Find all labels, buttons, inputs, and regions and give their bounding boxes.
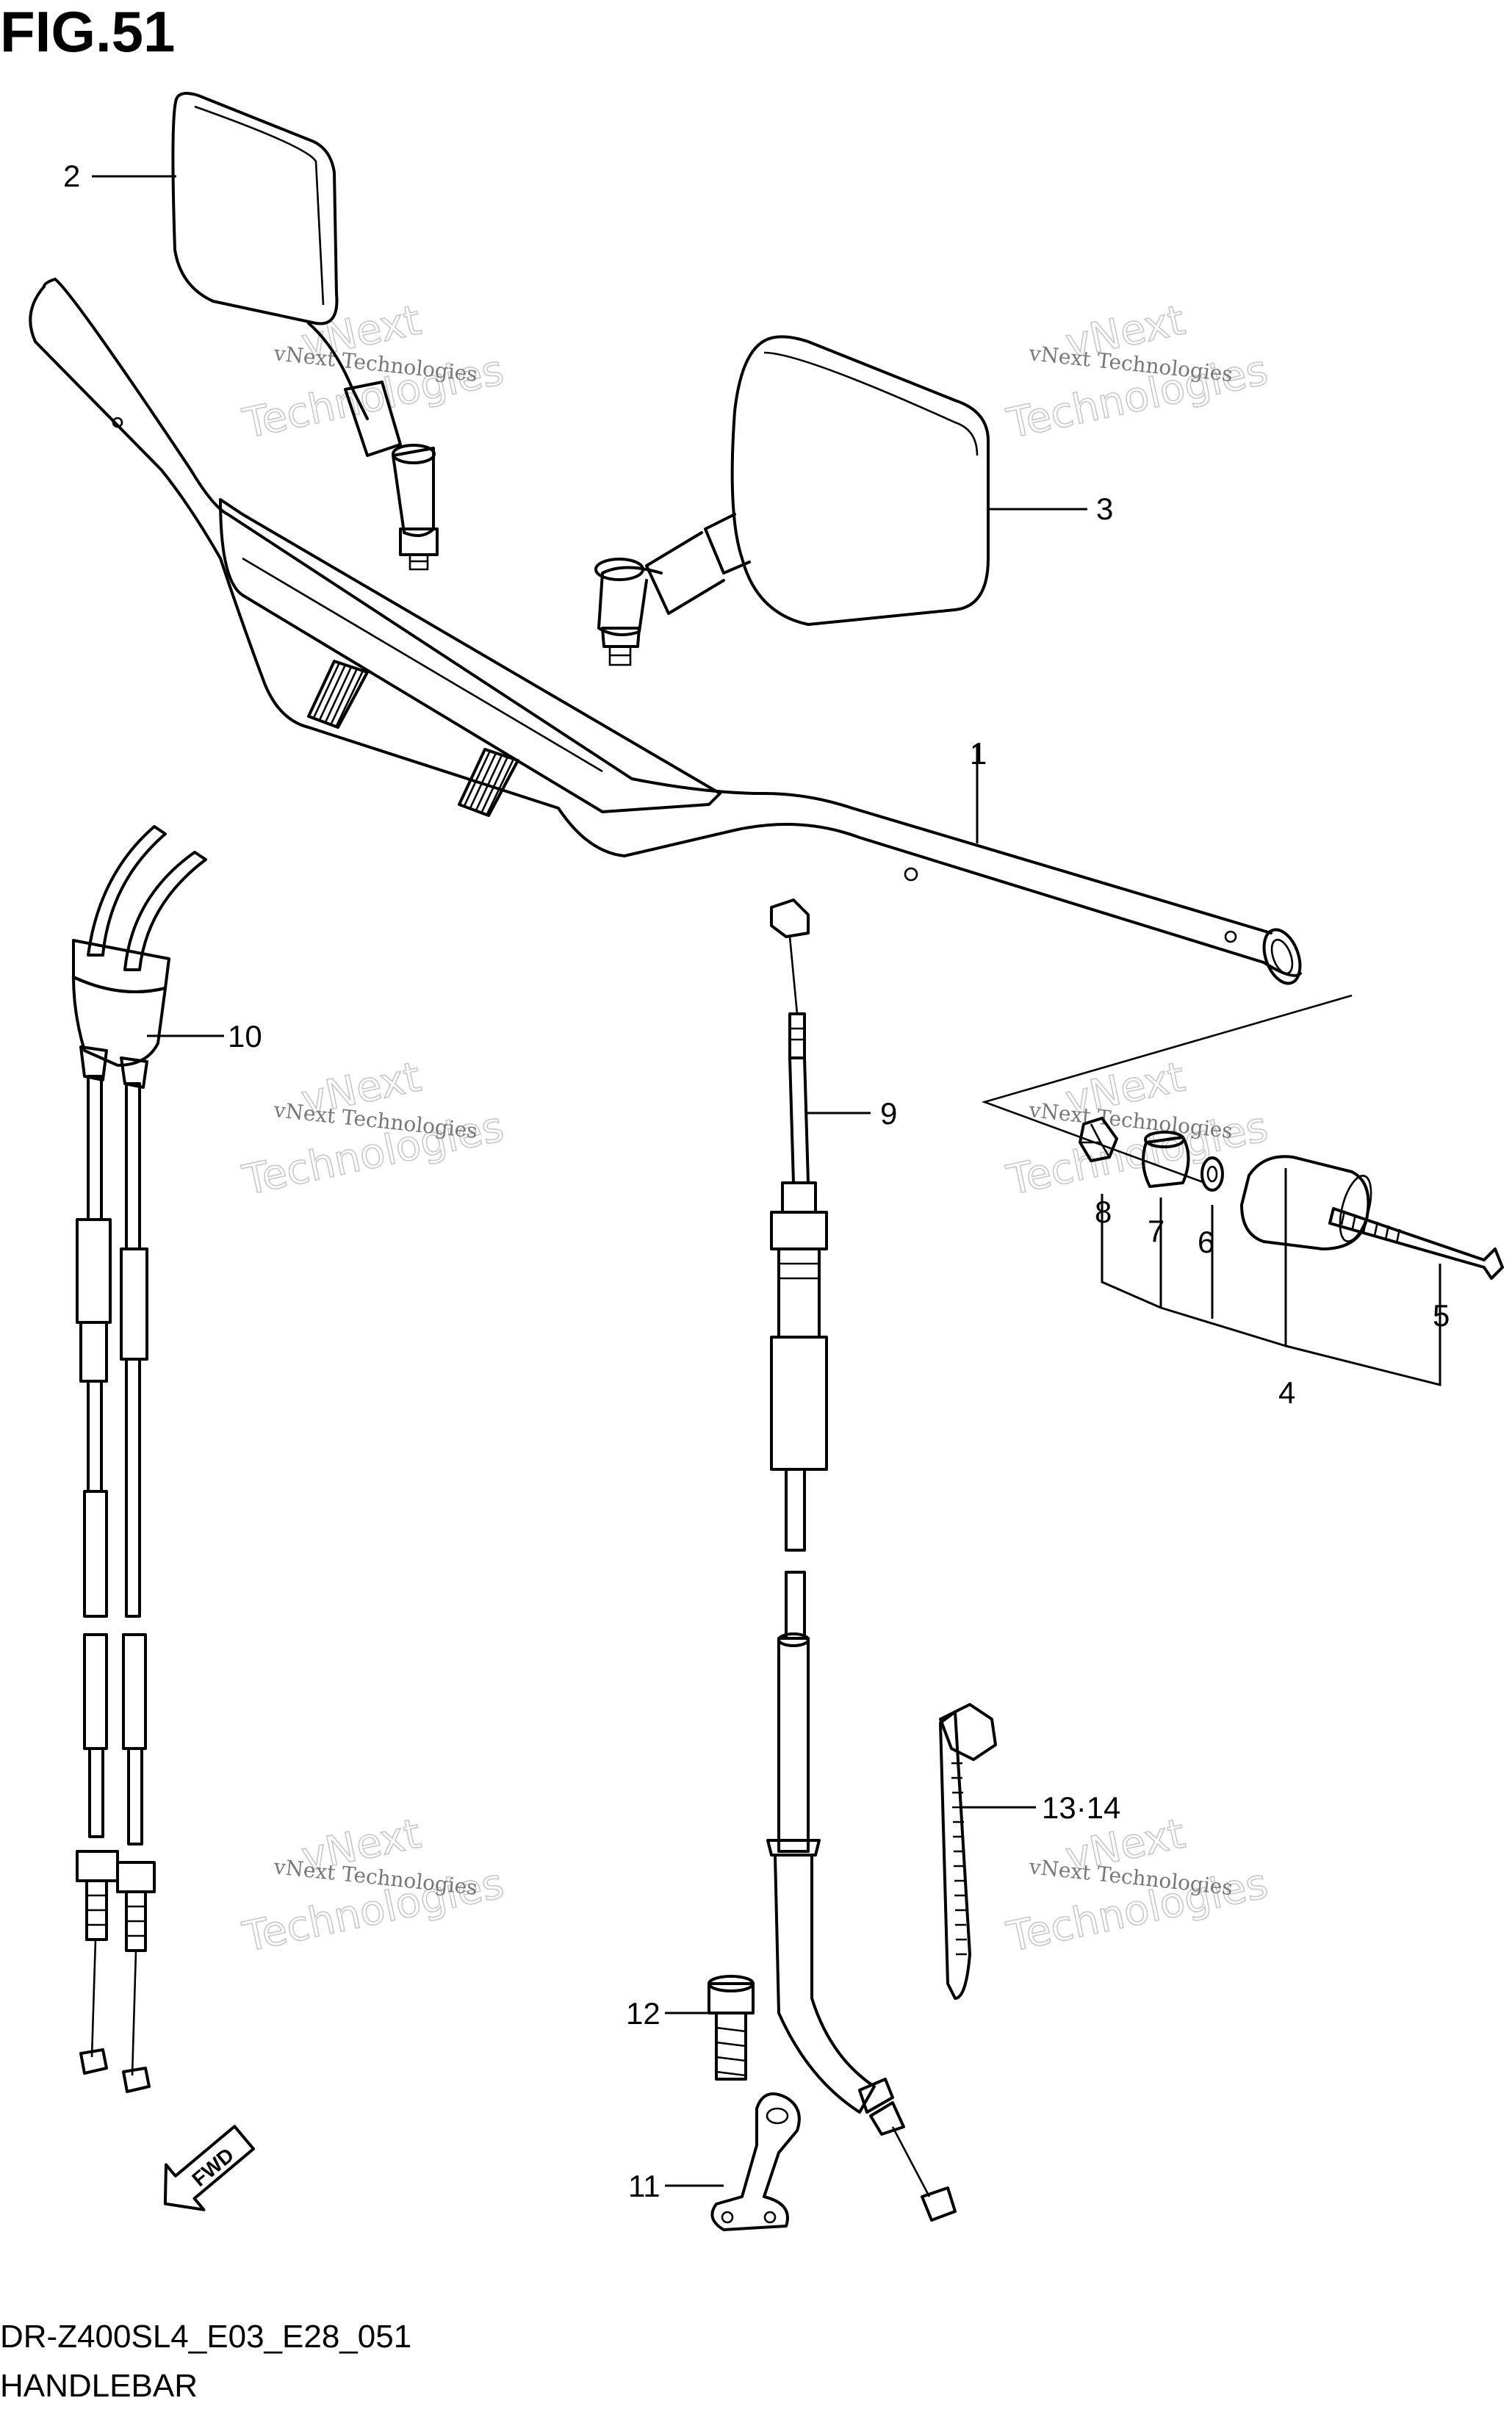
- callout-1: 1: [970, 736, 987, 771]
- callout-8: 8: [1095, 1195, 1112, 1229]
- cable-tie-drawing: [939, 1703, 997, 2000]
- callout-10: 10: [228, 1019, 262, 1054]
- bolt-drawing: [708, 1975, 755, 2081]
- forward-direction-arrow: FWD: [163, 2125, 255, 2211]
- callout-6: 6: [1198, 1225, 1214, 1259]
- balancer-set-bracket: [1101, 1168, 1441, 1386]
- section-name: HANDLEBAR: [0, 2368, 198, 2404]
- callout-labels: 2 3 1 9 10 8 7 6 5 4 13·14 12 11: [63, 159, 1450, 2203]
- callout-4: 4: [1278, 1375, 1295, 1410]
- callout-12: 12: [626, 1996, 660, 2031]
- balancer-drawing: [981, 994, 1504, 1280]
- mirror-left-drawing: [171, 91, 439, 571]
- throttle-cable-drawing: [72, 825, 207, 2093]
- callout-9: 9: [880, 1096, 897, 1131]
- figure-title: FIG.51: [0, 0, 175, 64]
- screw-5: [1328, 1207, 1504, 1280]
- knurled-grip-left: [307, 660, 369, 729]
- callout-11: 11: [628, 2169, 660, 2203]
- model-code: DR-Z400SL4_E03_E28_051: [0, 2319, 411, 2355]
- callout-leaders: [92, 175, 1087, 2187]
- nut-8: [1079, 1117, 1118, 1162]
- spacer-7: [1142, 1131, 1190, 1188]
- clutch-cable-drawing: [766, 899, 957, 2222]
- callout-5: 5: [1433, 1298, 1450, 1333]
- knurled-grip-right: [458, 748, 519, 817]
- mirror-right-drawing: [594, 335, 990, 666]
- callout-2: 2: [63, 159, 80, 193]
- watermark-group: vNext Technologies vNext Technologies vN…: [238, 296, 1272, 1962]
- callout-7: 7: [1148, 1214, 1164, 1248]
- weight-4: [1240, 1155, 1372, 1250]
- handlebar-drawing: [29, 278, 1302, 985]
- callout-3: 3: [1096, 491, 1113, 526]
- cable-guide-drawing: [710, 2092, 801, 2231]
- washer-6: [1200, 1156, 1224, 1192]
- callout-13-14: 13·14: [1042, 1790, 1120, 1825]
